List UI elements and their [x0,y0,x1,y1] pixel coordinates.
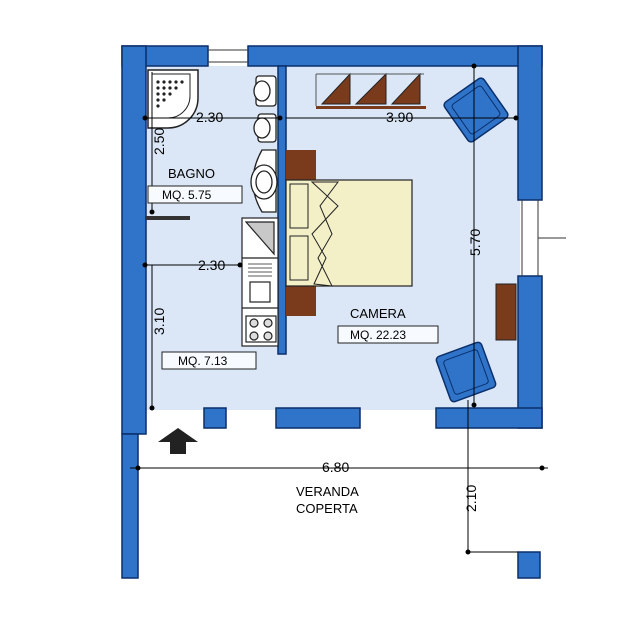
dim-kitchen-width: 2.30 [198,257,225,273]
dim-bedroom-width: 3.90 [386,109,413,125]
veranda-label-line2: COPERTA [296,501,358,516]
dim-overall-width: 6.80 [322,459,349,475]
dim-veranda-depth: 2.10 [463,485,479,512]
bath-area-box [147,185,243,204]
entrance-arrow-icon [158,428,198,454]
dim-bedroom-height: 5.70 [467,229,483,256]
wardrobe-icon [315,72,426,109]
dimension-ticks [135,63,545,555]
dim-bath-height: 2.50 [151,128,167,155]
veranda-floor [145,468,520,578]
veranda-label-line1: VERANDA [296,484,359,499]
dimension-lines [130,66,548,553]
toilet-icon [253,75,277,107]
bedroom-name: CAMERA [350,306,406,321]
cabinet [495,283,517,341]
bidet-icon [253,113,277,143]
stove-icon [241,217,279,347]
armchair-icon [435,341,497,403]
windows [145,49,566,276]
sink-icon [250,149,278,213]
bath-area: MQ. 5.75 [162,188,212,202]
bedroom-area: MQ. 22.23 [350,328,406,342]
kitchen-area: MQ. 7.13 [178,354,228,368]
armchair-icon [443,77,509,143]
bath-name: BAGNO [168,166,215,181]
kitchen-area-box [161,351,257,370]
bedroom-area-box [337,325,439,344]
dim-bath-width: 2.30 [196,109,223,125]
walls [121,45,543,579]
double-bed-icon [285,150,413,316]
shower-icon [147,69,199,129]
dim-kitchen-height: 3.10 [151,308,167,335]
